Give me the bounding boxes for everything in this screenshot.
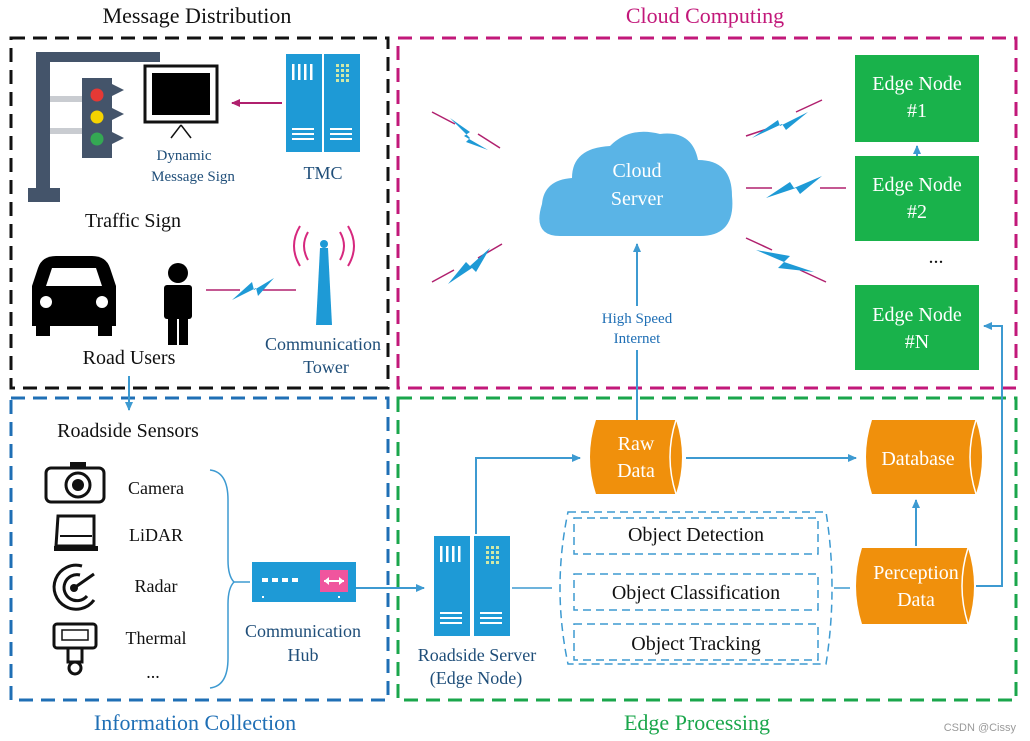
server-to-raw-data-arrow xyxy=(475,454,581,534)
raw-data-storage xyxy=(590,419,682,495)
roadside-server-icon xyxy=(434,536,510,636)
edge-node-2: Edge Node #2 xyxy=(855,156,979,241)
roadside-server-label-line2: (Edge Node) xyxy=(430,668,522,689)
edge-node-1-line2: #1 xyxy=(907,100,927,122)
edge-processing-frame xyxy=(396,396,1018,702)
perception-data-storage xyxy=(856,547,974,625)
roadside-sensors-title: Roadside Sensors xyxy=(57,420,199,442)
lightning-icon xyxy=(752,112,808,138)
signal-line xyxy=(431,111,456,125)
lidar-icon xyxy=(54,514,98,551)
sensor-ellipsis: ... xyxy=(146,662,160,682)
edge-node-1-line1: Edge Node xyxy=(872,73,962,95)
task-object-detection: Object Detection xyxy=(573,517,819,555)
communication-tower-icon xyxy=(293,225,355,325)
hub-label-line1: Communication xyxy=(245,621,361,641)
tower-label-line2: Tower xyxy=(303,357,349,377)
camera-icon xyxy=(44,462,106,504)
edge-node-2-line1: Edge Node xyxy=(872,174,962,196)
sensor-thermal-label: Thermal xyxy=(126,628,187,648)
sensor-radar-label: Radar xyxy=(135,576,178,596)
person-icon xyxy=(164,263,192,345)
dms-label-line2: Message Sign xyxy=(151,169,235,185)
edge-processing-title: Edge Processing xyxy=(624,710,770,735)
lightning-icon xyxy=(450,118,488,150)
internet-label-line1: High Speed xyxy=(602,311,673,327)
edge-node-n-line2: #N xyxy=(905,331,929,353)
cloud-server-icon xyxy=(539,131,733,236)
message-distribution-title: Message Distribution xyxy=(103,3,292,28)
task-object-detection-label: Object Detection xyxy=(628,524,764,546)
edge-node-1: Edge Node #1 xyxy=(855,55,979,142)
processing-group-outline xyxy=(559,511,833,665)
cloud-server-label-line2: Server xyxy=(611,188,664,210)
edge-node-2-line2: #2 xyxy=(907,201,927,223)
traffic-signal-icon xyxy=(28,52,160,202)
message-distribution-frame xyxy=(9,36,390,390)
thermal-camera-icon xyxy=(52,622,98,676)
perception-to-edge-node-arrow xyxy=(976,322,1003,587)
perception-data-line1: Perception xyxy=(873,562,959,584)
sensor-camera-label: Camera xyxy=(128,478,184,498)
lightning-icon xyxy=(232,278,274,300)
sensor-bracket xyxy=(209,469,236,689)
tower-label-line1: Communication xyxy=(265,334,381,354)
signal-line xyxy=(477,133,501,149)
perception-data-line2: Data xyxy=(897,589,935,611)
road-users-label: Road Users xyxy=(83,347,176,369)
lightning-icon xyxy=(766,176,822,198)
task-object-tracking-label: Object Tracking xyxy=(631,633,760,655)
edge-node-n: Edge Node #N xyxy=(855,285,979,370)
roadside-server-label-line1: Roadside Server xyxy=(418,645,536,665)
signal-line xyxy=(795,99,823,113)
dynamic-message-sign-icon xyxy=(143,64,219,139)
internet-label-line2: Internet xyxy=(614,331,661,347)
task-object-tracking: Object Tracking xyxy=(573,623,819,661)
lightning-icon xyxy=(756,250,814,272)
internet-label-bg xyxy=(592,306,682,350)
hub-label-line2: Hub xyxy=(288,645,319,665)
task-object-classification-label: Object Classification xyxy=(612,582,780,604)
raw-data-line1: Raw xyxy=(618,433,655,455)
cloud-computing-title: Cloud Computing xyxy=(626,3,784,28)
dms-label-line1: Dynamic xyxy=(157,148,212,164)
information-collection-title: Information Collection xyxy=(94,710,296,735)
signal-line xyxy=(799,269,827,283)
edge-node-n-line1: Edge Node xyxy=(872,304,962,326)
database-label: Database xyxy=(881,448,954,470)
raw-data-line2: Data xyxy=(617,460,655,482)
cloud-server-label-line1: Cloud xyxy=(613,160,662,182)
lightning-icon xyxy=(448,248,490,284)
edge-node-ellipsis: ... xyxy=(929,246,944,268)
signal-line xyxy=(431,269,455,283)
communication-hub-icon xyxy=(252,562,356,602)
traffic-sign-label: Traffic Sign xyxy=(85,210,181,232)
database-storage xyxy=(866,419,982,495)
information-collection-frame xyxy=(9,396,390,702)
sensor-lidar-label: LiDAR xyxy=(129,525,183,545)
car-icon xyxy=(32,256,116,336)
tmc-server-icon xyxy=(286,54,360,152)
watermark: CSDN @Cissy xyxy=(944,722,1017,734)
tmc-label: TMC xyxy=(303,163,342,183)
radar-icon xyxy=(52,563,96,611)
signal-line xyxy=(745,237,773,251)
task-object-classification: Object Classification xyxy=(573,573,819,611)
cloud-computing-frame xyxy=(396,36,1018,390)
